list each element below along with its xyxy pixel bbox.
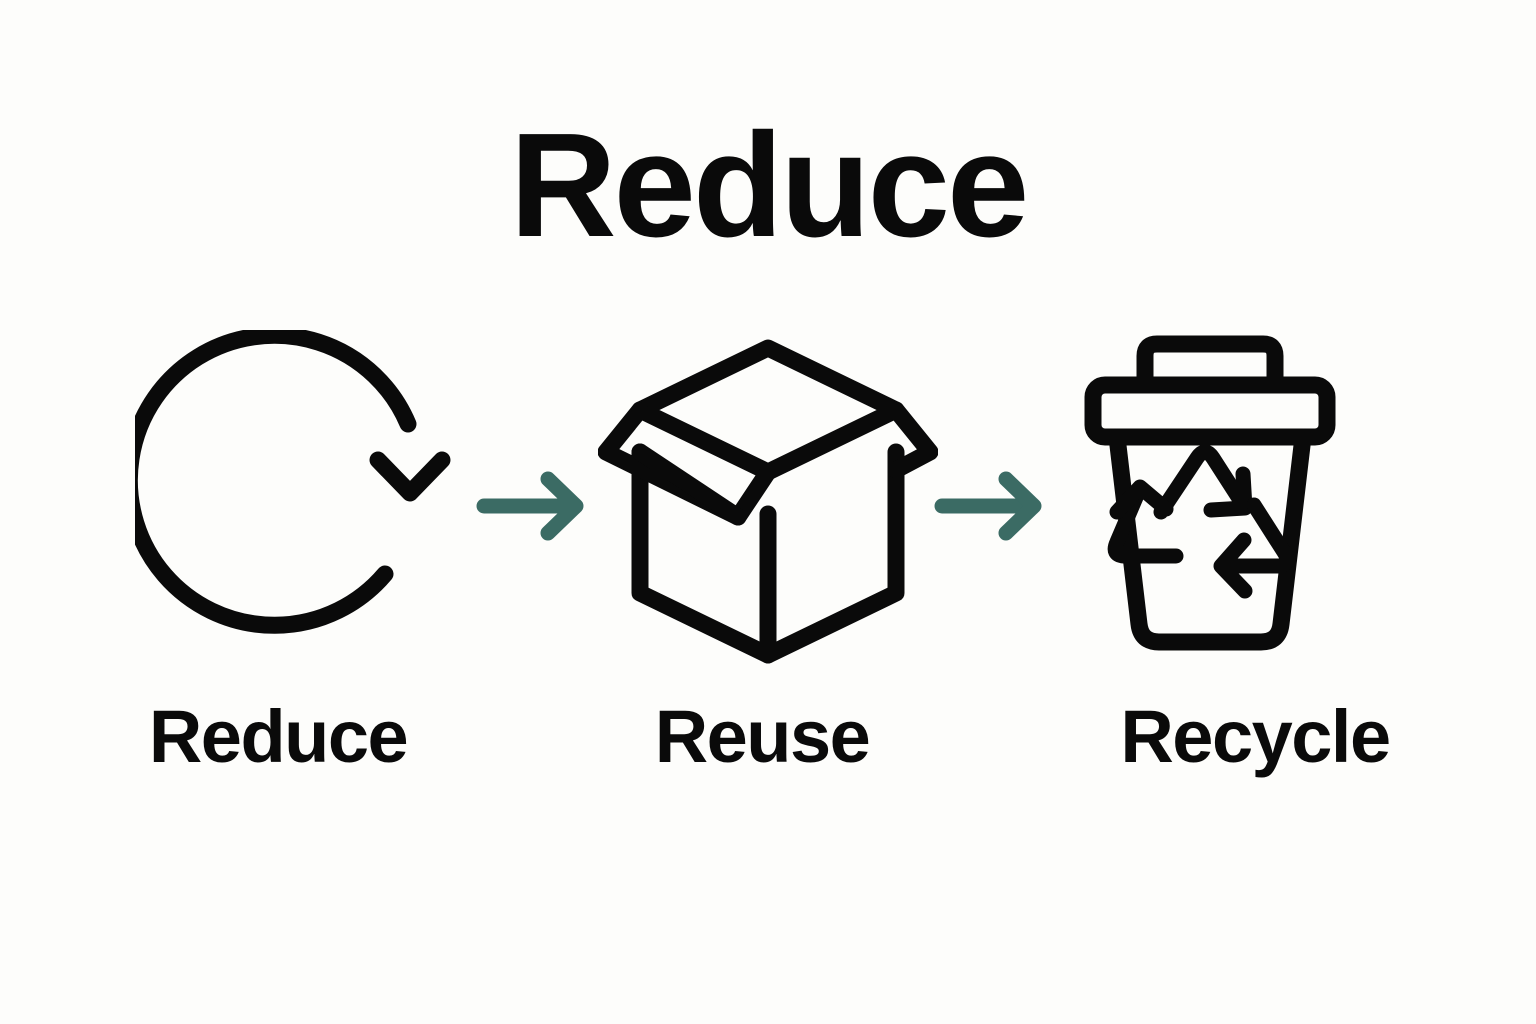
arrow-right-icon-2 [934,471,1042,541]
step-recycle: Recycle [1045,330,1391,810]
step-label-reuse: Reuse [654,695,871,778]
circular-arrow-icon [135,330,451,634]
recycle-bin-icon [1084,335,1336,651]
step-reuse: Reuse [598,330,938,810]
step-label-recycle: Recycle [1120,695,1391,778]
page-title: Reduce [509,103,1030,268]
open-box-icon [598,339,938,664]
step-label-reduce: Reduce [148,695,409,778]
arrow-right-icon-1 [476,471,584,541]
step-reduce: Reduce [135,330,475,810]
